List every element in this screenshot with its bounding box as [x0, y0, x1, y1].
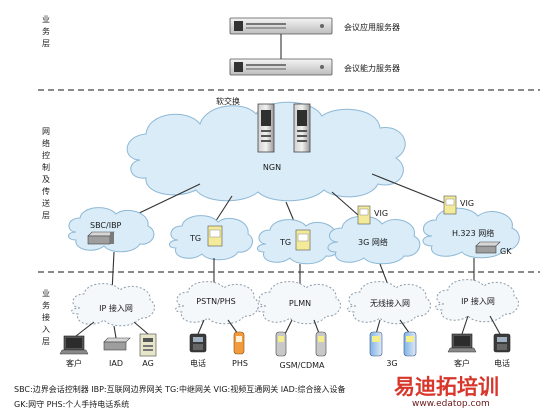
- svg-text:层: 层: [42, 39, 50, 48]
- label-ip-access-2: IP 接入网: [461, 296, 495, 306]
- svg-text:及: 及: [42, 175, 50, 184]
- svg-text:网: 网: [42, 127, 50, 136]
- label-phone-2: 电话: [494, 358, 510, 368]
- iad-icon: [103, 337, 131, 351]
- label-h323-network: H.323 网络: [452, 228, 494, 238]
- svg-text:层: 层: [42, 211, 50, 220]
- label-plmn: PLMN: [289, 299, 311, 308]
- gsm-handset-icon: [275, 331, 287, 357]
- label-client-2: 客户: [454, 358, 470, 368]
- svg-text:务: 务: [42, 26, 50, 36]
- svg-text:业: 业: [42, 14, 50, 24]
- 3g-handset-icon-1: [369, 331, 383, 357]
- svg-text:入: 入: [42, 325, 50, 334]
- net3g-cloud: [327, 215, 421, 265]
- pc-terminal-icon: [59, 335, 89, 355]
- layer-label-access: 业 务 接 入 层: [42, 288, 50, 346]
- phone-icon: [189, 333, 207, 353]
- svg-text:送: 送: [42, 198, 50, 208]
- label-phone-1: 电话: [190, 358, 206, 368]
- label-ip-access-1: IP 接入网: [99, 303, 133, 313]
- wireless-access-cloud: [347, 281, 431, 325]
- svg-text:业: 业: [42, 288, 50, 298]
- vig2-device: [443, 195, 457, 215]
- label-3g-network: 3G 网络: [358, 237, 388, 247]
- watermark-url: www.edatop.com: [412, 399, 490, 409]
- vig1-device: [357, 205, 371, 225]
- legend-line-2: GK:网守 PHS:个人手持电话系统: [14, 399, 129, 409]
- label-3g-terminal: 3G: [386, 359, 397, 368]
- svg-text:络: 络: [42, 138, 50, 148]
- svg-text:层: 层: [42, 337, 50, 346]
- label-sbc-ibp: SBC/IBP: [90, 221, 122, 230]
- label-vig2: VIG: [460, 199, 474, 208]
- label-gsm-cdma: GSM/CDMA: [280, 361, 326, 370]
- label-tg2: TG: [279, 238, 291, 247]
- brand-watermark: 易迪拓培训 www.edatop.com: [392, 369, 546, 409]
- label-ngn: NGN: [263, 163, 281, 172]
- label-client-1: 客户: [66, 358, 82, 368]
- tg1-device: [207, 225, 223, 247]
- label-gk: GK: [500, 247, 512, 256]
- svg-text:接: 接: [42, 312, 50, 322]
- label-vig1: VIG: [374, 209, 388, 218]
- label-iad: IAD: [109, 359, 123, 368]
- label-softswitch: 软交换: [216, 96, 240, 106]
- conference-app-server: [229, 17, 333, 35]
- softswitch-tower-left: [257, 103, 275, 153]
- 3g-handset-icon-2: [403, 331, 417, 357]
- ip-access-cloud-1: [71, 283, 155, 327]
- pstn-phs-cloud: [175, 281, 259, 325]
- label-wireless-access: 无线接入网: [370, 298, 410, 308]
- label-tg1: TG: [189, 234, 201, 243]
- svg-text:控: 控: [42, 150, 50, 160]
- cdma-handset-icon: [315, 331, 327, 357]
- ag-icon: [139, 333, 157, 357]
- tg2-device: [295, 229, 311, 251]
- layer-label-service: 业 务 层: [42, 14, 50, 48]
- label-app-server: 会议应用服务器: [344, 22, 400, 32]
- phone-icon-2: [493, 333, 511, 353]
- softswitch-tower-right: [293, 103, 311, 153]
- svg-text:传: 传: [42, 186, 50, 196]
- ip-access-cloud-2: [435, 279, 519, 323]
- layer-label-control: 网 络 控 制 及 传 送 层: [42, 127, 50, 220]
- gk-device: [475, 241, 501, 254]
- pc-terminal-icon-2: [447, 333, 477, 353]
- label-ag: AG: [142, 359, 154, 368]
- legend-line-1: SBC:边界会话控制器 IBP:互联网边界网关 TG:中继网关 VIG:视频互通…: [14, 384, 345, 394]
- label-phs: PHS: [232, 359, 248, 368]
- svg-text:务: 务: [42, 300, 50, 310]
- conference-capability-server: [229, 58, 333, 76]
- watermark-brand: 易迪拓培训: [394, 375, 499, 399]
- sbc-device: [87, 231, 115, 245]
- label-capability-server: 会议能力服务器: [344, 63, 400, 73]
- label-pstn-phs: PSTN/PHS: [196, 297, 235, 306]
- phs-handset-icon: [233, 331, 245, 355]
- svg-text:制: 制: [42, 162, 50, 172]
- plmn-cloud: [257, 281, 341, 325]
